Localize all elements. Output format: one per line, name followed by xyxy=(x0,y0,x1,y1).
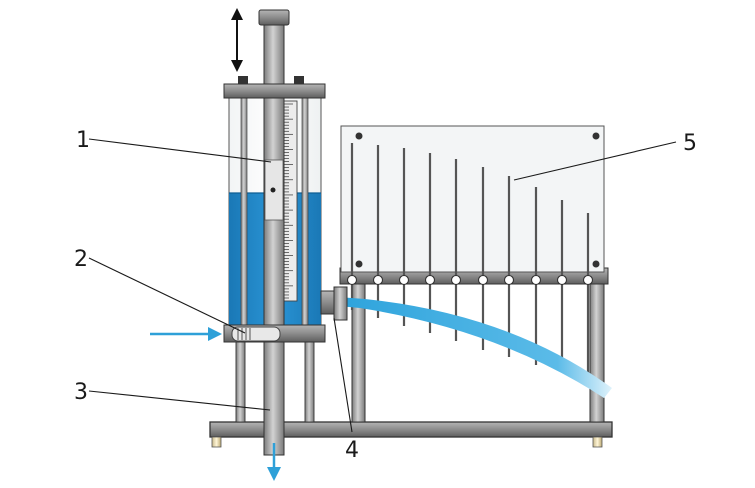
measurement-scale xyxy=(282,100,298,302)
probe-knob xyxy=(258,9,290,26)
probe-rod xyxy=(258,9,290,456)
callout-5: 5 xyxy=(683,131,697,156)
bolt xyxy=(294,76,304,84)
scale-ticks xyxy=(284,103,293,299)
screw xyxy=(355,132,363,140)
feet xyxy=(211,436,603,448)
callout-2: 2 xyxy=(74,247,88,272)
leader-line-1 xyxy=(88,138,272,163)
leader-lines xyxy=(88,138,677,433)
callout-4: 4 xyxy=(345,438,359,463)
foot-right xyxy=(592,436,603,448)
leader-line-3 xyxy=(88,390,271,411)
callout-1: 1 xyxy=(76,128,90,153)
inlet-connector xyxy=(231,326,281,342)
top-cap xyxy=(223,76,326,99)
piezometer-panel xyxy=(340,125,605,273)
outflow-arrow-icon xyxy=(267,443,281,481)
screw xyxy=(592,260,600,268)
inflow-arrow-icon xyxy=(150,327,222,341)
nozzle xyxy=(320,286,348,321)
screw xyxy=(355,260,363,268)
callout-3: 3 xyxy=(74,380,88,405)
base-plate xyxy=(209,421,613,438)
leader-line-4 xyxy=(333,317,353,433)
screw xyxy=(592,132,600,140)
bolt xyxy=(238,76,248,84)
probe-tip-dot xyxy=(270,187,276,193)
leader-line-5 xyxy=(513,141,677,181)
needle-holes xyxy=(346,274,594,286)
up-down-arrow-icon xyxy=(231,8,243,72)
leader-line-2 xyxy=(88,257,246,334)
water-jet xyxy=(338,297,612,398)
right-frame xyxy=(339,267,609,423)
foot-left xyxy=(211,436,222,448)
